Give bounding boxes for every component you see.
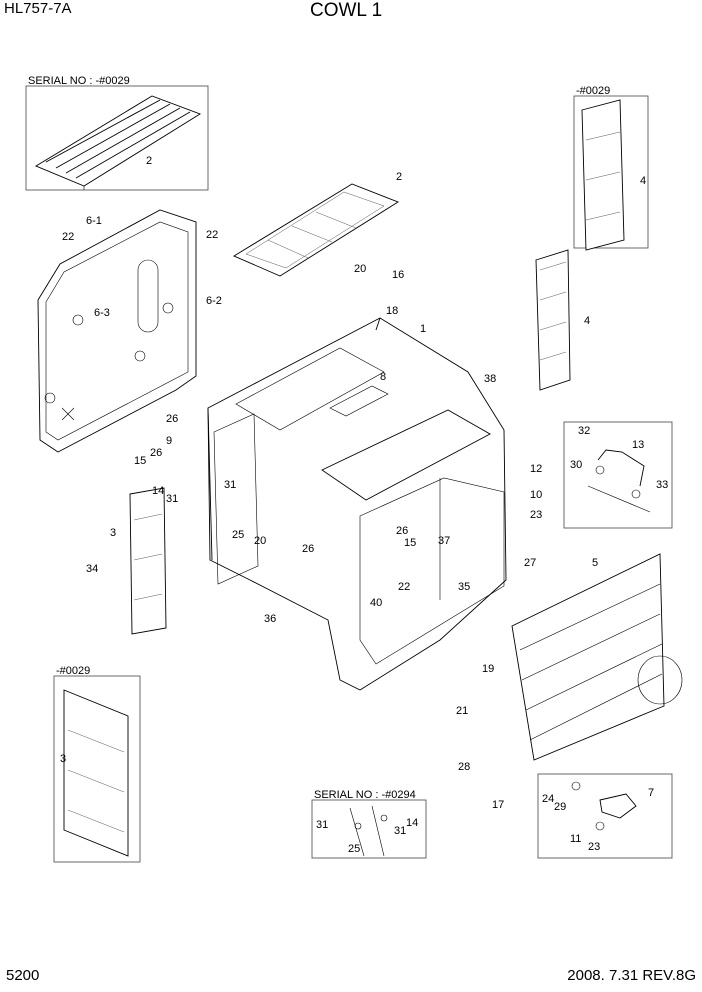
callout-28: 28 bbox=[458, 761, 470, 773]
latch bbox=[571, 781, 637, 831]
callout-6-3: 6-3 bbox=[94, 307, 110, 319]
callout-26a: 26 bbox=[166, 413, 178, 425]
callout-30: 30 bbox=[570, 459, 582, 471]
callout-7: 7 bbox=[648, 787, 654, 799]
page-title: COWL 1 bbox=[310, 0, 383, 21]
callout-31b: 31 bbox=[224, 479, 236, 491]
inset-box-bottom-left bbox=[53, 675, 141, 863]
callout-2b: 2 bbox=[396, 171, 402, 183]
callout-14a: 14 bbox=[152, 485, 164, 497]
serial-label-bottom-left: -#0029 bbox=[56, 665, 90, 677]
callout-27: 27 bbox=[524, 557, 536, 569]
callout-24: 24 bbox=[542, 793, 554, 805]
callout-5: 5 bbox=[592, 557, 598, 569]
serial-label-top: SERIAL NO : -#0029 bbox=[28, 75, 130, 87]
callout-33: 33 bbox=[656, 479, 668, 491]
callout-8: 8 bbox=[380, 371, 386, 383]
callout-25b: 25 bbox=[348, 843, 360, 855]
side-grille-left bbox=[63, 487, 167, 857]
callout-6-1: 6-1 bbox=[86, 215, 102, 227]
callout-25a: 25 bbox=[232, 529, 244, 541]
callout-22b: 22 bbox=[206, 229, 218, 241]
page-number: 5200 bbox=[6, 967, 40, 984]
top-grille bbox=[233, 183, 399, 277]
inset-box-right-handle bbox=[563, 421, 673, 529]
callout-6-2: 6-2 bbox=[206, 295, 222, 307]
callout-13: 13 bbox=[632, 439, 644, 451]
callout-26d: 26 bbox=[396, 525, 408, 537]
top-grille-inset bbox=[35, 95, 202, 190]
inset-box-top-right bbox=[573, 95, 649, 249]
callout-37: 37 bbox=[438, 535, 450, 547]
callout-2a: 2 bbox=[146, 155, 152, 167]
callout-31c: 31 bbox=[316, 819, 328, 831]
callout-22a: 22 bbox=[62, 231, 74, 243]
inset-box-latch bbox=[537, 773, 673, 859]
cowl-body bbox=[207, 317, 507, 691]
callout-36: 36 bbox=[264, 613, 276, 625]
callout-labels: 2 2 4 22 22 6-1 20 16 18 1 6-2 6-3 4 8 3… bbox=[60, 155, 668, 855]
callout-23a: 23 bbox=[530, 509, 542, 521]
callout-34: 34 bbox=[86, 563, 98, 575]
callout-15a: 15 bbox=[134, 455, 146, 467]
side-panel bbox=[37, 209, 197, 453]
serial-label-bottom: SERIAL NO : -#0294 bbox=[314, 789, 416, 801]
callout-31a: 31 bbox=[166, 493, 178, 505]
callout-15b: 15 bbox=[404, 537, 416, 549]
revision-date: 2008. 7.31 REV.8G bbox=[567, 967, 696, 984]
callout-21: 21 bbox=[456, 705, 468, 717]
callout-18: 18 bbox=[386, 305, 398, 317]
callout-16: 16 bbox=[392, 269, 404, 281]
callout-4b: 4 bbox=[584, 315, 590, 327]
callout-40: 40 bbox=[370, 597, 382, 609]
callout-17: 17 bbox=[492, 799, 504, 811]
rear-grille-guard bbox=[511, 553, 683, 761]
callout-23b: 23 bbox=[588, 841, 600, 853]
callout-38: 38 bbox=[484, 373, 496, 385]
callout-31d: 31 bbox=[394, 825, 406, 837]
callout-1: 1 bbox=[420, 323, 426, 335]
callout-20a: 20 bbox=[354, 263, 366, 275]
model-number: HL757-7A bbox=[4, 0, 72, 17]
callout-29: 29 bbox=[554, 801, 566, 813]
inset-box-top-left bbox=[25, 85, 209, 191]
callout-22c: 22 bbox=[398, 581, 410, 593]
hinge-bracket-inset bbox=[349, 805, 388, 857]
callout-3a: 3 bbox=[110, 527, 116, 539]
callout-35: 35 bbox=[458, 581, 470, 593]
side-grille-right bbox=[535, 99, 625, 391]
callout-14b: 14 bbox=[406, 817, 418, 829]
callout-32: 32 bbox=[578, 425, 590, 437]
callout-3b: 3 bbox=[60, 753, 66, 765]
callout-12: 12 bbox=[530, 463, 542, 475]
callout-11: 11 bbox=[570, 833, 581, 845]
grab-handle bbox=[587, 449, 651, 513]
inset-box-bottom-center bbox=[311, 799, 427, 859]
serial-label-top-right: -#0029 bbox=[576, 85, 610, 97]
callout-19: 19 bbox=[482, 663, 494, 675]
callout-20b: 20 bbox=[254, 535, 266, 547]
callout-26b: 26 bbox=[150, 447, 162, 459]
callout-4a: 4 bbox=[640, 175, 646, 187]
callout-26c: 26 bbox=[302, 543, 314, 555]
callout-10: 10 bbox=[530, 489, 542, 501]
callout-9: 9 bbox=[166, 435, 172, 447]
